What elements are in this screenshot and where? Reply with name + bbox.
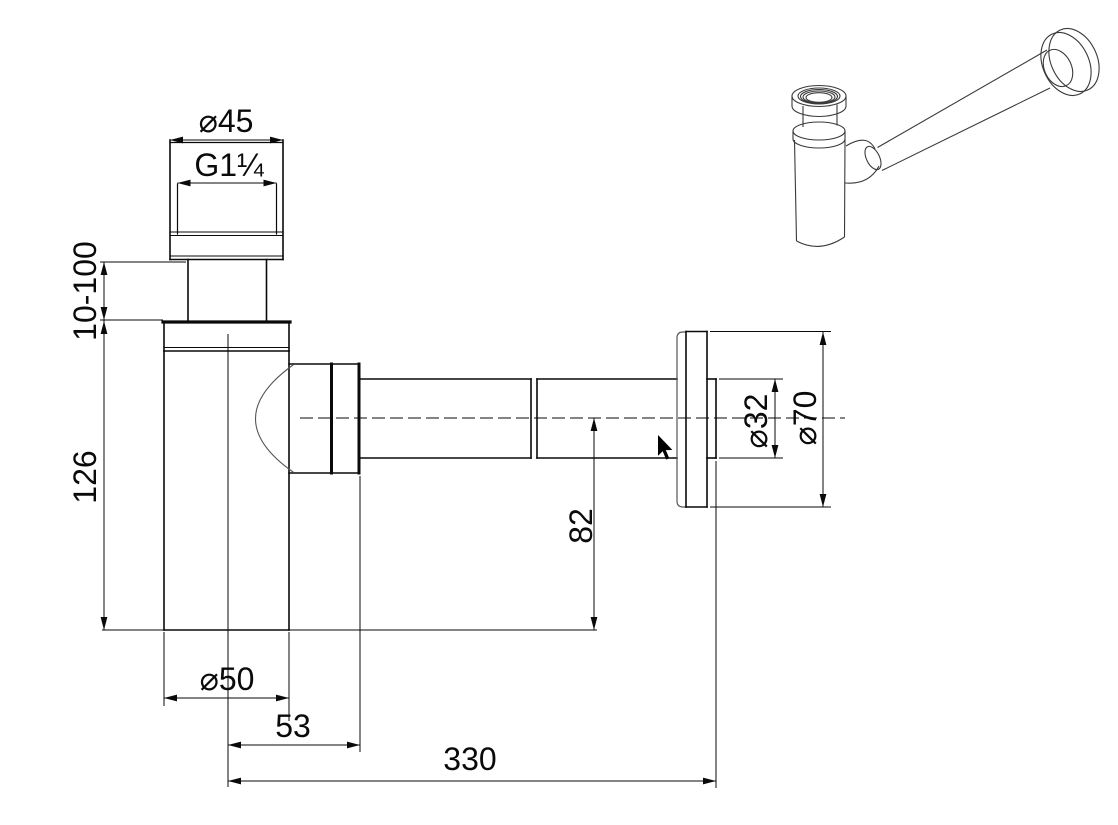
inlet-range-label: 10-100 [67,241,103,341]
dimensions: ⌀45 G1¼ 10-100 126 [67,103,831,788]
arrowhead [270,136,283,144]
arrowhead [263,179,277,187]
arrowhead [164,694,177,702]
pipe-diameter-label: ⌀32 [738,394,774,449]
centerlines [227,334,845,787]
dimension-thread: G1¼ [177,147,277,187]
arrowhead [100,617,108,630]
arrowhead [771,379,779,392]
dimension-inlet-height-range: 10-100 [67,241,186,341]
rosette-diameter-label: ⌀70 [787,391,823,446]
mouse-cursor-icon [658,435,673,460]
dimension-pipe-diameter: ⌀32 [719,378,783,459]
outlet-pipe [359,378,678,459]
offset-label: 53 [275,708,311,744]
dimension-inlet-diameter: ⌀45 [170,103,283,144]
overall-length-label: 330 [443,741,496,777]
wall-rosette [676,330,717,508]
arrowhead [590,418,598,431]
arrowhead [100,321,108,334]
arrowhead [347,741,360,749]
iso-body-rim [792,121,846,141]
iso-body [793,138,846,247]
inlet-nut [169,139,284,261]
thread-size-label: G1¼ [194,147,265,183]
trap-body [163,350,290,631]
inlet-diameter-label: ⌀45 [199,103,254,139]
arrowhead [100,262,108,275]
rosette-lip [676,331,687,508]
dimension-overall-330: 330 [228,461,717,788]
isometric-view [791,28,1100,247]
arrowhead [228,741,241,749]
body-height-label: 126 [67,450,103,503]
arrowhead [276,694,289,702]
arrowhead [228,777,241,785]
body-cap [161,320,292,352]
dome-curve [255,364,294,473]
body-diameter-label: ⌀50 [200,661,255,697]
arrowhead [590,617,598,630]
dimension-body-diameter: ⌀50 [163,632,290,721]
arrowhead [100,307,108,320]
dimension-body-height: 126 [67,320,597,631]
tailpipe [187,258,268,323]
arrowhead [819,494,827,507]
iso-elbow [844,139,882,184]
iso-rosette [1040,28,1100,96]
arrowhead [819,332,827,345]
arrowhead [771,445,779,458]
drop-label: 82 [563,508,599,544]
arrowhead [703,777,716,785]
dimension-rosette-diameter: ⌀70 [710,331,831,508]
dimension-drop-82: 82 [563,418,599,630]
arrowhead [170,136,183,144]
iso-pipe [877,49,1051,171]
dimension-offset-53: 53 [228,476,361,752]
arrowhead [177,179,191,187]
